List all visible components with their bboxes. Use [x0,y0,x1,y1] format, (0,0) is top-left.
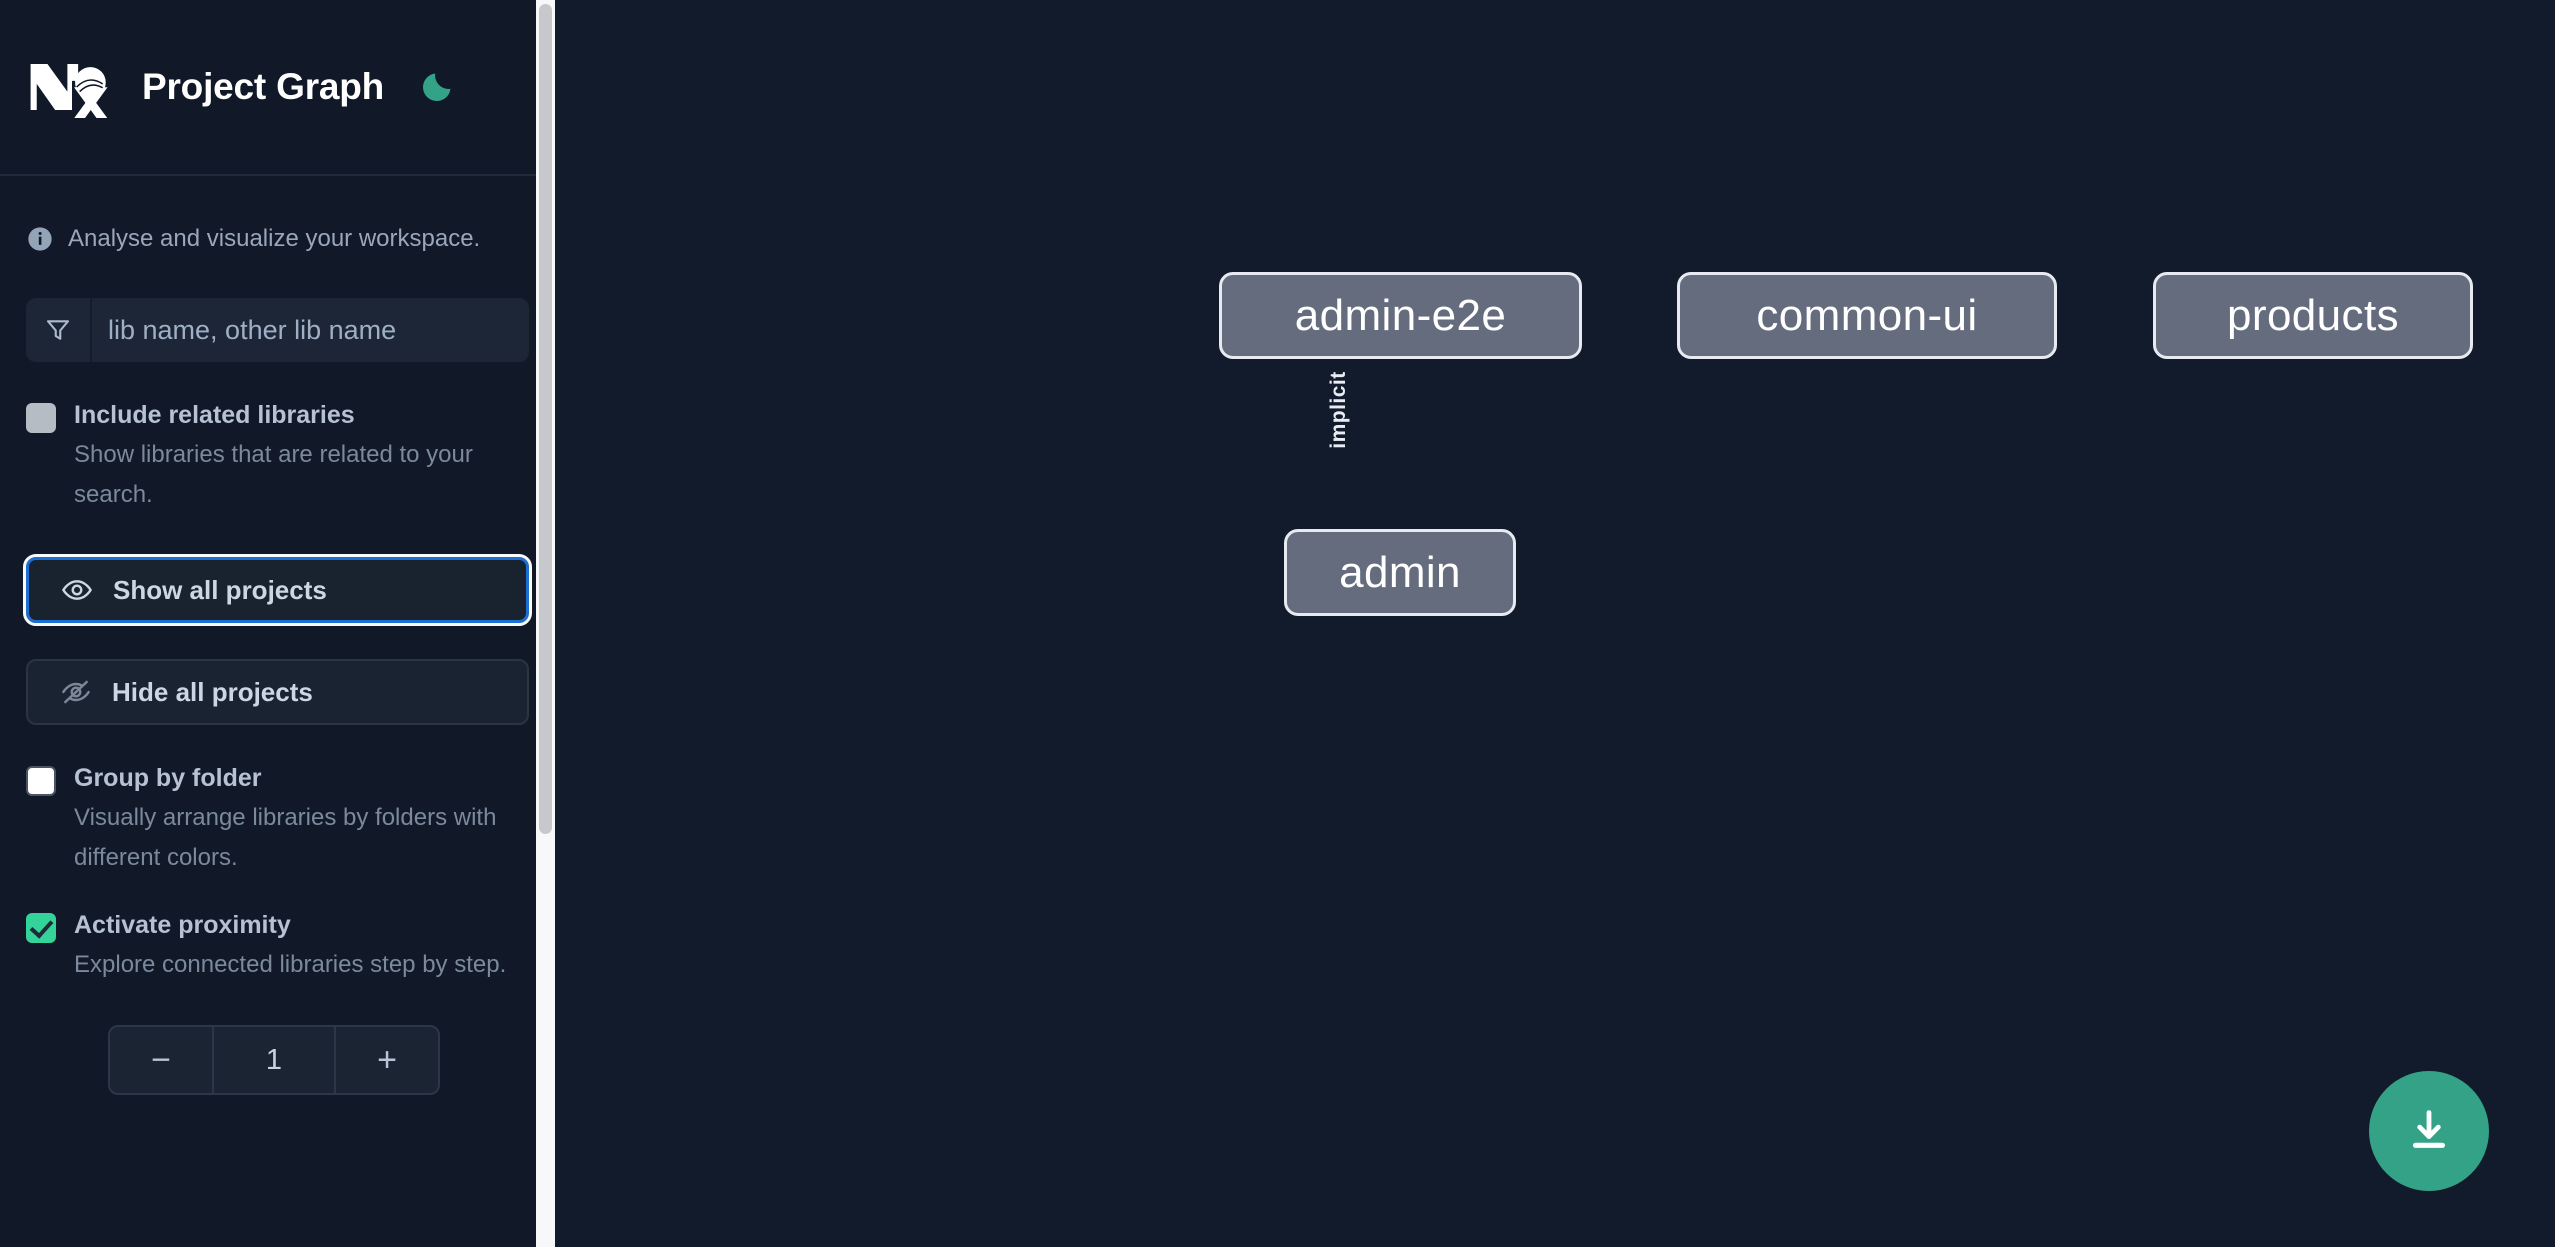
proximity-stepper[interactable]: − 1 + [108,1025,440,1095]
sidebar-scrollbar-thumb[interactable] [539,4,552,834]
eye-off-icon [60,676,92,708]
option-group-by-folder[interactable]: Group by folder Visually arrange librari… [26,761,529,878]
graph-node-products[interactable]: products [2153,272,2473,359]
info-icon [26,225,54,253]
option-activate-proximity[interactable]: Activate proximity Explore connected lib… [26,908,529,985]
show-all-projects-label: Show all projects [113,574,327,605]
tagline: Analyse and visualize your workspace. [26,176,529,260]
graph-node-label: common-ui [1756,290,1978,340]
sidebar-body: Analyse and visualize your workspace. In… [0,176,555,1095]
option-description: Show libraries that are related to your … [74,441,473,508]
graph-node-admin-e2e[interactable]: admin-e2e [1219,272,1582,359]
sidebar: Project Graph Analyse and visualize your… [0,0,555,1247]
graph-node-admin[interactable]: admin [1284,529,1516,616]
sidebar-header: Project Graph [0,0,555,176]
option-include-related-libraries[interactable]: Include related libraries Show libraries… [26,398,529,515]
show-all-projects-button[interactable]: Show all projects [23,554,532,626]
option-label: Include related libraries [74,401,355,429]
group-by-folder-checkbox[interactable] [26,766,56,796]
graph-node-common-ui[interactable]: common-ui [1677,272,2057,359]
graph-node-label: admin [1339,547,1461,597]
graph-canvas[interactable]: admin-e2e common-ui products store-e2e a… [555,0,2555,1247]
include-related-libraries-checkbox[interactable] [26,403,56,433]
option-label: Group by folder [74,764,262,792]
stepper-value: 1 [265,1043,283,1076]
activate-proximity-checkbox[interactable] [26,913,56,943]
graph-edge-label-admin: implicit [1326,371,1350,449]
search-field[interactable] [26,298,529,362]
nx-logo-icon [26,56,118,119]
graph-node-label: products [2227,290,2399,340]
download-icon [2403,1105,2455,1157]
graph-node-label: admin-e2e [1294,290,1507,340]
sidebar-scrollbar[interactable] [536,0,555,1247]
graph-edges [555,0,855,150]
option-description: Visually arrange libraries by folders wi… [74,804,497,871]
filter-icon [26,298,92,362]
page-title: Project Graph [142,66,385,107]
stepper-increment-button[interactable]: + [334,1027,438,1093]
search-input[interactable] [92,298,529,362]
stepper-decrement-button[interactable]: − [110,1027,214,1093]
tagline-text: Analyse and visualize your workspace. [68,225,481,252]
download-graph-button[interactable] [2369,1071,2489,1191]
option-label: Activate proximity [74,911,291,939]
moon-icon[interactable] [414,64,460,110]
hide-all-projects-button[interactable]: Hide all projects [26,659,529,725]
eye-icon [61,574,93,606]
hide-all-projects-label: Hide all projects [112,676,313,707]
option-description: Explore connected libraries step by step… [74,951,507,978]
